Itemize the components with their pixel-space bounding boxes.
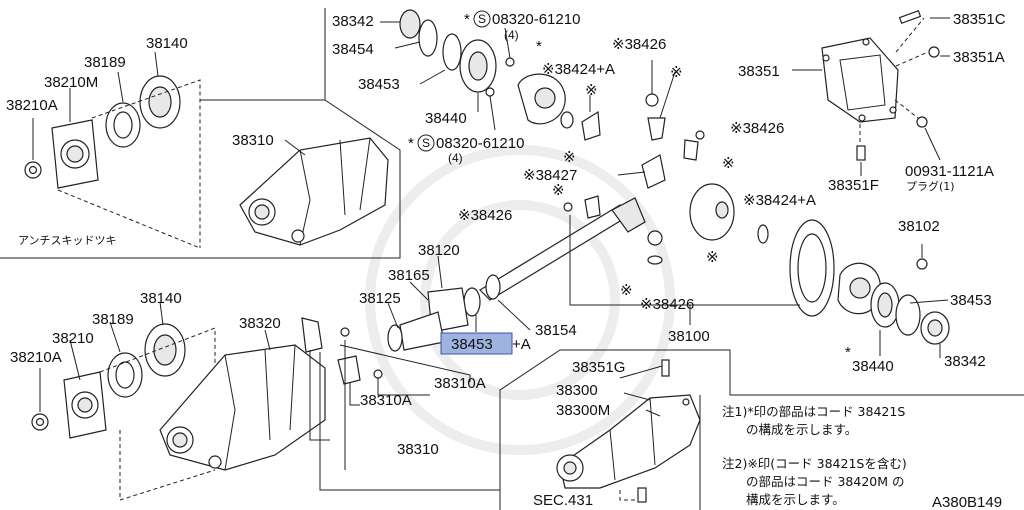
- note2-line2: の部品はコード 38420M の: [746, 474, 905, 489]
- star-mark: ※: [722, 155, 735, 172]
- bolt-mid: * S 08320-61210 (4): [408, 134, 524, 165]
- label-38310a-b: 38310A: [360, 392, 412, 409]
- label-38210: 38210: [52, 330, 94, 347]
- s-mark: S: [422, 136, 430, 150]
- label-38165: 38165: [388, 267, 430, 284]
- bolt-top: * S 08320-61210 (4): [464, 10, 580, 42]
- label-38453a[interactable]: 38453: [451, 336, 493, 353]
- note1-line1: 注1)*印の部品はコード 38421S: [722, 404, 905, 419]
- label-38310a-a: 38310A: [434, 375, 486, 392]
- label-38453-top: 38453: [358, 76, 400, 93]
- note2-line1: 注2)※印(コード 38421Sを含む): [722, 456, 907, 471]
- label-38210a-bot: 38210A: [10, 349, 62, 366]
- note2-line3: 構成を示します。: [746, 492, 845, 507]
- label-38140-top: 38140: [146, 35, 188, 52]
- label-bolt-mid: 08320-61210: [436, 135, 524, 152]
- bottom-left-assembly: [31, 301, 500, 501]
- label-38424a-mid: ※38424+A: [743, 192, 816, 209]
- star-mark: ※: [670, 64, 683, 81]
- label-38453-right: 38453: [950, 292, 992, 309]
- rear-cover: [792, 9, 950, 176]
- label-bolt-top-qty: (4): [504, 28, 519, 42]
- label-38189-bot: 38189: [92, 311, 134, 328]
- label-38310-top: 38310: [232, 132, 274, 149]
- label-38120: 38120: [418, 242, 460, 259]
- label-38351f: 38351F: [828, 177, 879, 194]
- diagram-id: A380B149: [932, 494, 1002, 510]
- label-38100: 38100: [668, 328, 710, 345]
- label-38424a-top: ※38424+A: [542, 61, 615, 78]
- diff-case-top: [380, 9, 705, 219]
- notes: 注1)*印の部品はコード 38421S の構成を示します。 注2)※印(コード …: [722, 404, 907, 507]
- drive-pinion-group: [387, 183, 950, 358]
- assembly-inset: [556, 359, 701, 503]
- label-38427: ※38427: [523, 167, 577, 184]
- label-38342-top: 38342: [332, 13, 374, 30]
- label-38453a-suffix: +A: [512, 336, 531, 353]
- label-sec431: SEC.431: [533, 492, 593, 509]
- label-38351: 38351: [738, 63, 780, 80]
- label-bolt-mid-qty: (4): [448, 151, 463, 165]
- star-marks: ※ ※ ※ ※ ※ ※ ※ * *: [536, 38, 851, 361]
- star-mark: ※: [706, 249, 719, 266]
- label-38440-right: 38440: [852, 358, 894, 375]
- label-bolt-top: 08320-61210: [492, 11, 580, 28]
- label-38454: 38454: [332, 41, 374, 58]
- label-38210m: 38210M: [44, 74, 98, 91]
- top-left-assembly: [24, 51, 389, 249]
- star-mark: ※: [620, 282, 633, 299]
- label-38310-bot: 38310: [397, 441, 439, 458]
- label-anti-skid: アンチスキッドツキ: [18, 234, 117, 247]
- label-38125: 38125: [359, 290, 401, 307]
- label-38320: 38320: [239, 315, 281, 332]
- label-38300: 38300: [556, 382, 598, 399]
- label-38440-top: 38440: [425, 110, 467, 127]
- label-38426-b: ※38426: [730, 120, 784, 137]
- label-38189-top: 38189: [84, 54, 126, 71]
- highlight-38453a[interactable]: [440, 332, 513, 355]
- label-38210a-top: 38210A: [6, 97, 58, 114]
- star-mark: ※: [552, 182, 565, 199]
- asterisk-mark: *: [536, 38, 542, 55]
- note1-line2: の構成を示します。: [746, 422, 857, 437]
- label-00931: 00931-1121A: [905, 163, 994, 180]
- label-plug: プラグ(1): [906, 179, 955, 193]
- label-38351a: 38351A: [953, 49, 1005, 66]
- label-38102: 38102: [898, 218, 940, 235]
- frame-lines: [0, 8, 1024, 510]
- label-38342-right: 38342: [944, 353, 986, 370]
- label-38351g: 38351G: [572, 359, 625, 376]
- star-mark: ※: [563, 149, 576, 166]
- star-mark: ※: [585, 82, 598, 99]
- label-38351c: 38351C: [953, 11, 1006, 28]
- label-38154: 38154: [535, 322, 577, 339]
- asterisk-mark: *: [408, 135, 414, 152]
- label-38426-a: ※38426: [612, 36, 666, 53]
- asterisk-mark: *: [845, 344, 851, 361]
- s-mark: S: [478, 12, 486, 26]
- label-38426-c: ※38426: [458, 207, 512, 224]
- asterisk-mark: *: [464, 11, 470, 28]
- watermark: [365, 145, 675, 455]
- label-38140-bot: 38140: [140, 290, 182, 307]
- label-38300m: 38300M: [556, 402, 610, 419]
